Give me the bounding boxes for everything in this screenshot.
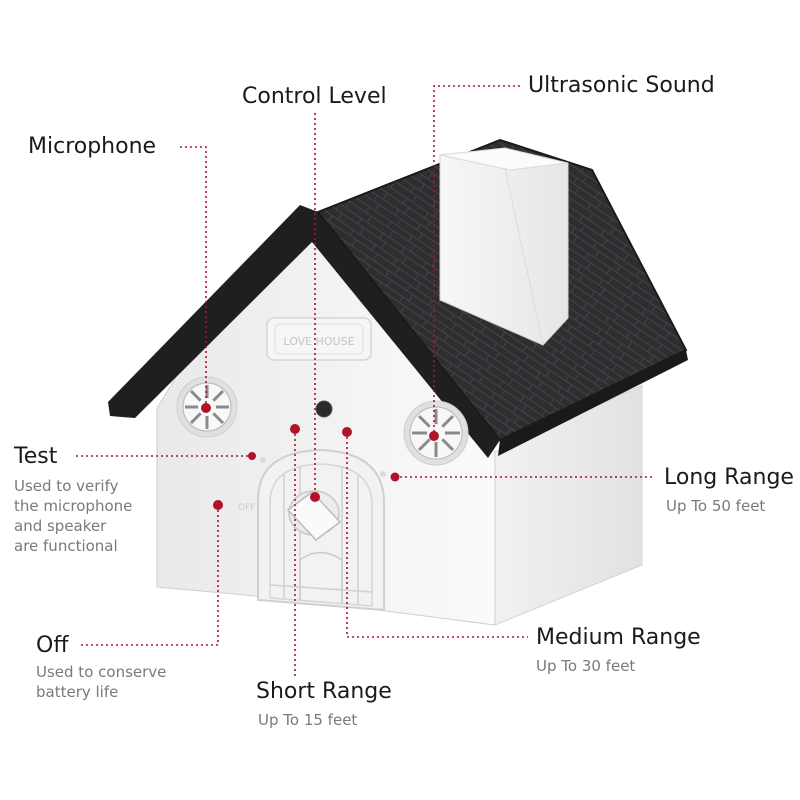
- callout-off-label: Off: [36, 633, 69, 658]
- marker-off: [213, 500, 223, 510]
- plaque-text: LOVE HOUSE: [283, 335, 354, 348]
- indicator-led: [315, 400, 333, 418]
- callout-test-desc-line-3: and speaker: [14, 517, 107, 535]
- callout-test-desc-line-4: are functional: [14, 537, 118, 555]
- callout-ultrasonic-sound-label: Ultrasonic Sound: [528, 73, 715, 98]
- marker-control-level: [310, 492, 320, 502]
- callout-medium-range-desc: Up To 30 feet: [536, 657, 636, 675]
- leader-medium-range: [346, 432, 528, 638]
- marker-microphone: [201, 403, 211, 413]
- off-mark: OFF: [238, 503, 255, 513]
- roof-front-edge: [108, 205, 500, 458]
- callout-long-range-desc: Up To 50 feet: [666, 497, 766, 515]
- callout-long-range-label: Long Range: [664, 465, 794, 490]
- callout-medium-range-label: Medium Range: [536, 625, 701, 650]
- leader-off: [80, 505, 219, 646]
- marker-long-range: [390, 472, 400, 482]
- marker-medium-range: [342, 427, 352, 437]
- callout-short-range-label: Short Range: [256, 679, 392, 704]
- callout-test-desc-line-2: the microphone: [14, 497, 133, 515]
- marker-short-range: [290, 424, 300, 434]
- leader-microphone: [180, 146, 207, 408]
- callout-microphone-label: Microphone: [28, 134, 157, 159]
- leader-ultrasonic-sound: [433, 85, 520, 436]
- marker-ultrasonic-sound: [429, 431, 439, 441]
- love-house-plaque: LOVE HOUSE: [266, 317, 372, 361]
- callout-test-desc-line-1: Used to verify: [14, 477, 119, 495]
- callout-short-range-desc: Up To 15 feet: [258, 711, 358, 729]
- callout-off-desc-line-1: Used to conserve: [36, 663, 167, 681]
- callout-test-label: Test: [14, 444, 58, 469]
- callout-control-level-label: Control Level: [242, 84, 387, 109]
- control-knob: [286, 490, 342, 542]
- marker-test: [248, 452, 256, 460]
- callout-off-desc-line-2: battery life: [36, 683, 119, 701]
